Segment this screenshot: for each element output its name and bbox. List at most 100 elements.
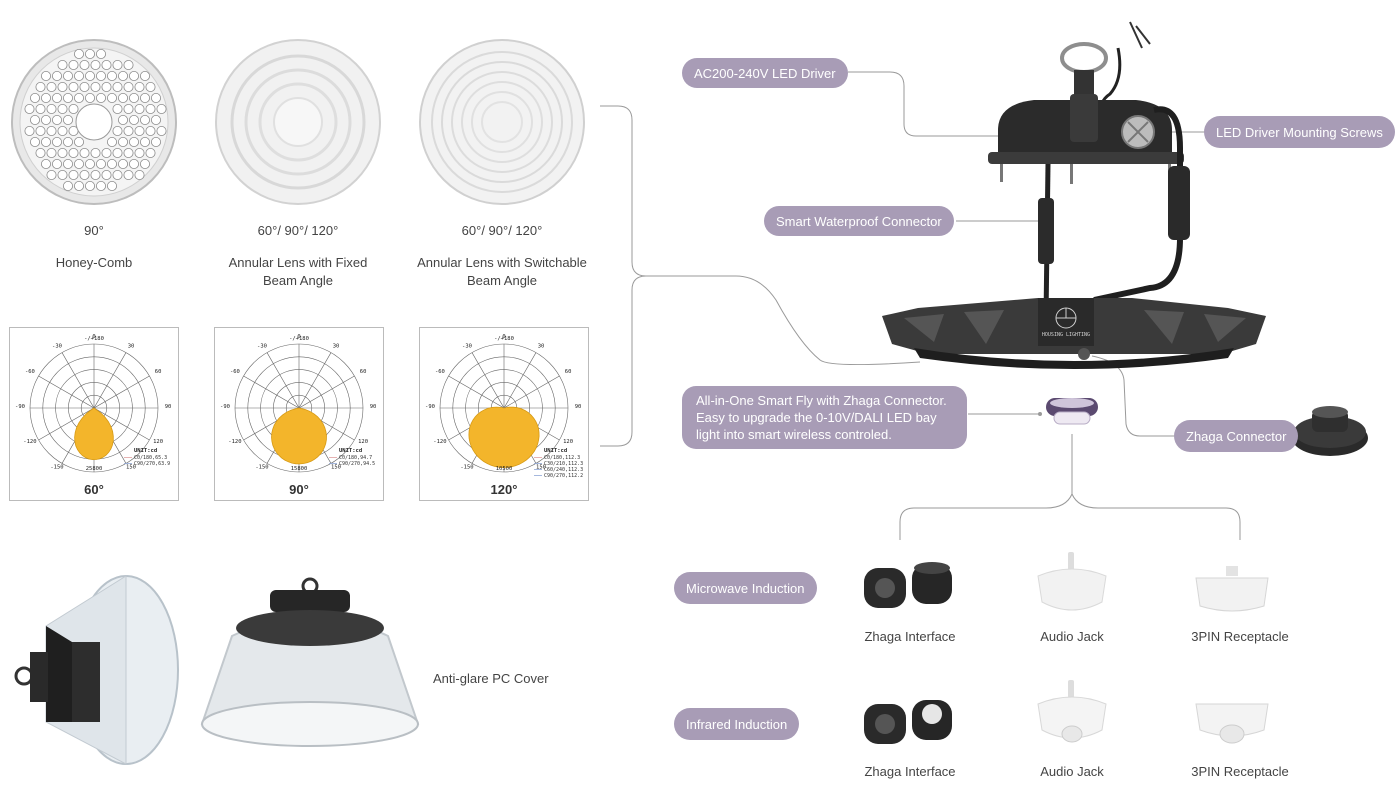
honeycomb-cell: [112, 104, 123, 115]
honeycomb-cell: [35, 104, 46, 115]
polar-angle-label: 30: [538, 343, 545, 349]
polar-angle-label: -30: [257, 343, 267, 349]
honeycomb-cell: [145, 126, 156, 137]
honeycomb-cell: [96, 93, 107, 104]
infrared-3pin-receptacle-image: [1192, 690, 1272, 755]
polar-angle-label: -60: [25, 369, 35, 375]
beam-shape: [468, 406, 540, 469]
honeycomb-cell: [150, 137, 161, 148]
honeycomb-cell: [123, 169, 134, 180]
honeycomb-cell: [24, 104, 35, 115]
honeycomb-cell: [52, 137, 63, 148]
honeycomb-cell: [129, 159, 140, 170]
honeycomb-cell: [139, 71, 150, 82]
lens-angle-label: 60°/ 90°/ 120°: [461, 223, 543, 238]
honeycomb-cell: [29, 115, 40, 126]
honeycomb-cell: [46, 104, 57, 115]
honeycomb-cell: [90, 82, 101, 93]
lens-name-label: Annular Lens with Fixed Beam Angle: [228, 255, 368, 288]
honeycomb-cell: [79, 148, 90, 159]
honeycomb-cell: [63, 137, 74, 148]
honeycomb-cell: [40, 93, 51, 104]
honeycomb-cell: [52, 115, 63, 126]
polar-legend-entry: C90/270,94.5: [339, 461, 375, 467]
pc-cover-label: Anti-glare PC Cover: [433, 671, 549, 686]
honeycomb-cell: [112, 169, 123, 180]
honeycomb-cell: [129, 71, 140, 82]
honeycomb-cell: [90, 59, 101, 70]
polar-angle-label: 0: [92, 334, 95, 340]
infrared-audio-jack-image: [1032, 680, 1112, 755]
polar-angle-label: -150: [255, 465, 268, 471]
honeycomb-cell: [74, 137, 85, 148]
honeycomb-cell: [85, 180, 96, 191]
honeycomb-cell: [145, 148, 156, 159]
smart-fly-sensor-image: [1040, 394, 1104, 433]
honeycomb-cell: [63, 180, 74, 191]
polar-center-value: 25800: [86, 466, 103, 472]
lens-name-label: Honey-Comb: [55, 255, 133, 270]
lens-switchable: [418, 38, 586, 211]
polar-angle-label: -90: [425, 404, 435, 410]
lens-angle-label: 90°: [84, 223, 104, 238]
honeycomb-cell: [112, 148, 123, 159]
brand-text: HOUSING LIGHTING: [1042, 332, 1090, 338]
honeycomb-cell: [134, 104, 145, 115]
polar-angle-label: -120: [23, 439, 36, 445]
honeycomb-cell: [139, 115, 150, 126]
lens-honeycomb: [10, 38, 178, 211]
honeycomb-cell: [156, 126, 167, 137]
polar-angle-label: 150: [126, 465, 136, 471]
honeycomb-cell: [57, 126, 68, 137]
polar-angle-label: 0: [502, 334, 505, 340]
polar-unit: UNIT:cd: [544, 448, 567, 454]
honeycomb-cell: [123, 82, 134, 93]
beam-shape: [271, 407, 327, 465]
honeycomb-cell: [46, 169, 57, 180]
polar-angle-label: 90: [575, 404, 582, 410]
lens-name-label: Annular Lens with Switchable Beam Angle: [417, 255, 587, 288]
honeycomb-cell: [129, 93, 140, 104]
pc-cover-front-image: [198, 576, 422, 757]
honeycomb-cell: [101, 59, 112, 70]
honeycomb-cell: [74, 93, 85, 104]
honeycomb-cell: [96, 159, 107, 170]
honeycomb-cell: [57, 59, 68, 70]
honeycomb-cell: [96, 71, 107, 82]
honeycomb-cell: [63, 93, 74, 104]
microwave-induction-label: Microwave Induction: [674, 572, 817, 604]
polar-angle-label: -/+180: [84, 336, 104, 342]
honeycomb-cell: [40, 115, 51, 126]
zhaga-connector-image: [1290, 402, 1370, 465]
sensor-item-label: Zhaga Interface: [864, 629, 956, 644]
zhaga-connector-callout: Zhaga Connector: [1174, 420, 1299, 452]
honeycomb-cell: [79, 82, 90, 93]
polar-angle-label: -30: [462, 343, 472, 349]
honeycomb-cell: [29, 137, 40, 148]
polar-angle-label: 150: [331, 465, 341, 471]
honeycomb-cell: [46, 82, 57, 93]
infrared-induction-label: Infrared Induction: [674, 708, 800, 740]
polar-angle-label: 30: [333, 343, 340, 349]
polar-legend-entry: C30/210,112.3: [544, 461, 583, 467]
honeycomb-cell: [79, 169, 90, 180]
honeycomb-cell: [96, 48, 107, 59]
polar-angle-label: 60: [360, 369, 367, 375]
lens-angle-label: 60°/ 90°/ 120°: [257, 223, 339, 238]
polar-angle-label: -120: [433, 439, 446, 445]
polar-angle-label: -60: [230, 369, 240, 375]
lens-fixed: [214, 38, 382, 211]
honeycomb-cell: [101, 82, 112, 93]
sensor-item-label: Audio Jack: [1040, 764, 1104, 779]
honeycomb-cell: [85, 71, 96, 82]
honeycomb-cell: [35, 82, 46, 93]
honeycomb-cell: [57, 82, 68, 93]
polar-legend-entry: C0/180,65.3: [134, 455, 167, 461]
honeycomb-cell: [63, 159, 74, 170]
honeycomb-cell: [79, 59, 90, 70]
polar-angle-label: 90: [165, 404, 172, 410]
honeycomb-cell: [85, 159, 96, 170]
honeycomb-cell: [156, 104, 167, 115]
